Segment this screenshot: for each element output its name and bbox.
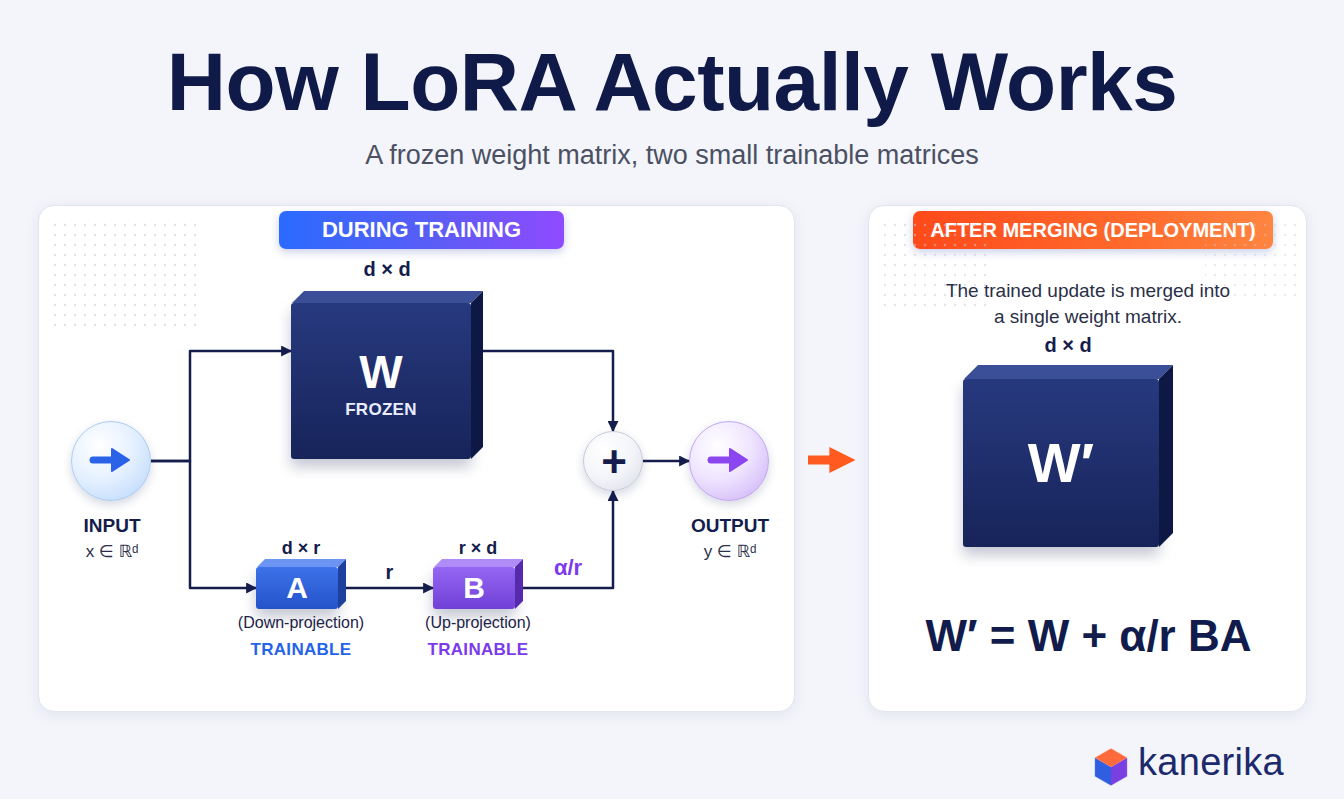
input-circle: INPUTx ∈ ℝᵈ (71, 421, 151, 501)
trainable-tag: TRAINABLE (388, 641, 568, 658)
subtitle: A frozen weight matrix, two small traina… (0, 142, 1344, 169)
page-title: How LoRA Actually Works (0, 41, 1344, 123)
input-arrow-icon (93, 449, 129, 471)
plus-sign: + (584, 440, 644, 484)
matrix-name: W′ (963, 435, 1159, 491)
trainable-matrix-box: d × rA(Down-projection)TRAINABLE (256, 567, 338, 609)
brand-logo-icon (1095, 748, 1128, 786)
panel-badge: AFTER MERGING (DEPLOYMENT) (913, 211, 1273, 249)
brand-wordmark: kanerika (1138, 743, 1328, 781)
flow-arrow (523, 491, 613, 588)
matrix-dimension: d × d (963, 335, 1173, 355)
panel-note: The trained update is merged into a sing… (943, 278, 1233, 330)
frozen-matrix-box: d × dWFROZEN (291, 303, 471, 459)
dot-pattern (48, 216, 198, 326)
matrix-name: W (291, 349, 471, 395)
box-top-face (434, 559, 523, 567)
box-top-face (257, 559, 346, 567)
box-top-face (292, 291, 483, 303)
matrix-name: B (433, 573, 515, 603)
flow-arrow (483, 351, 613, 431)
output-circle: OUTPUTy ∈ ℝᵈ (689, 421, 769, 501)
edge-label: r (350, 562, 430, 582)
flow-arrow (643, 460, 689, 463)
box-side-face (338, 559, 346, 609)
training-panel: DURING TRAINING INPUTx ∈ ℝᵈ d × d W FROZEN d … (38, 205, 795, 712)
trainable-tag: TRAINABLE (211, 641, 391, 658)
merge-formula: W′ = W + α/r BA (869, 614, 1308, 658)
merged-matrix-box: d × dW′ (963, 379, 1159, 547)
sum-circle: + (583, 431, 643, 491)
trainable-matrix-box: r × dB(Up-projection)TRAINABLE (433, 567, 515, 609)
box-side-face (515, 559, 523, 609)
io-dimension: y ∈ ℝᵈ (650, 543, 810, 560)
box-top-face (964, 365, 1173, 379)
flow-arrow (151, 351, 291, 461)
dot-pattern (1205, 216, 1300, 296)
flow-arrow (346, 587, 433, 590)
flow-arrow (151, 461, 256, 588)
stage-arrow (808, 456, 832, 465)
matrix-dimension: r × d (433, 539, 523, 557)
box-side-face (471, 291, 483, 459)
matrix-role: (Down-projection) (211, 615, 391, 631)
edge-label: α/r (528, 557, 608, 579)
io-dimension: x ∈ ℝᵈ (32, 543, 192, 560)
io-label: OUTPUT (650, 516, 810, 535)
panel-badge: DURING TRAINING (279, 211, 564, 249)
deployment-panel: AFTER MERGING (DEPLOYMENT) The trained up… (868, 205, 1307, 712)
matrix-state: FROZEN (291, 401, 471, 418)
box-side-face (1159, 365, 1173, 547)
io-label: INPUT (32, 516, 192, 535)
output-arrow-icon (711, 449, 747, 471)
matrix-role: (Up-projection) (388, 615, 568, 631)
matrix-name: A (256, 573, 338, 603)
matrix-dimension: d × d (291, 259, 483, 279)
dot-pattern (878, 216, 988, 311)
matrix-dimension: d × r (256, 539, 346, 557)
